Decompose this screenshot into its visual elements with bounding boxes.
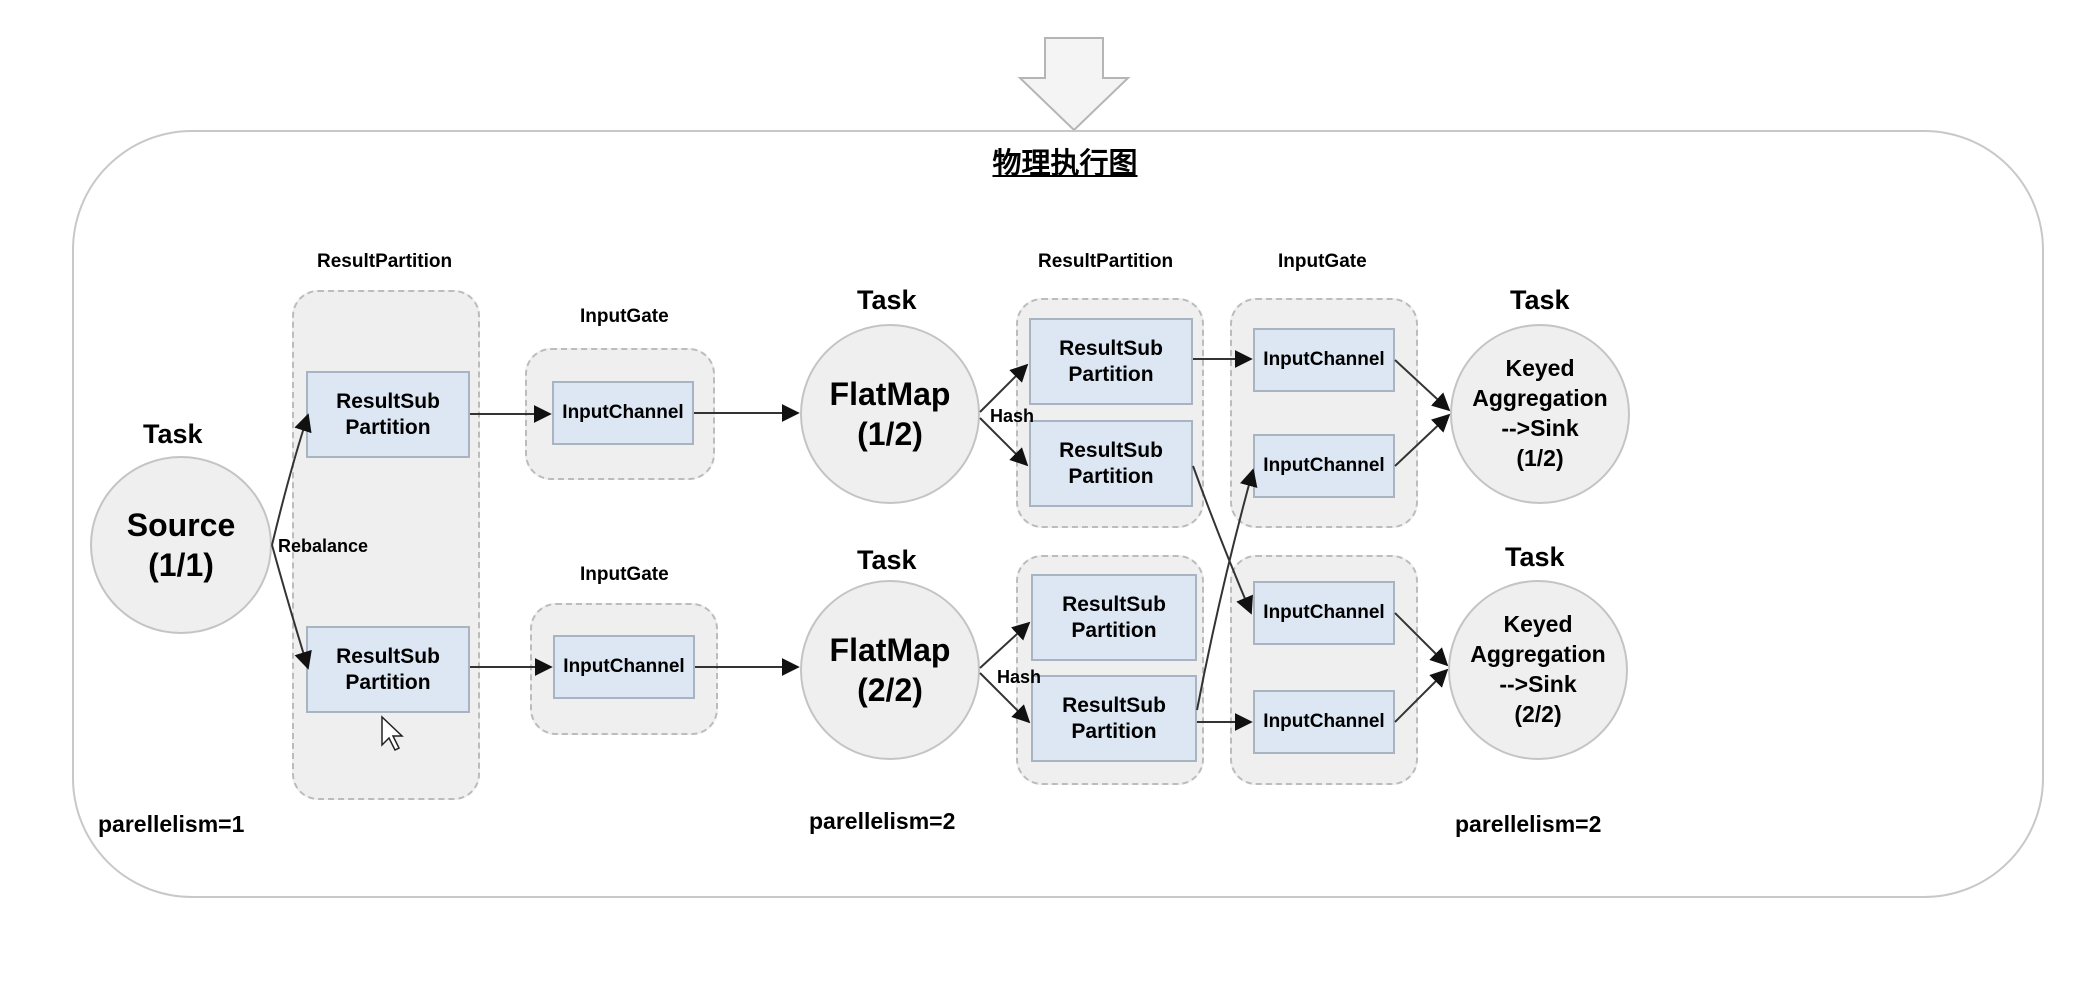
parallelism-flatmap: parellelism=2 [809, 808, 956, 834]
rsp-line1: ResultSub [1059, 439, 1163, 463]
edge-ic-c-sink1 [1394, 359, 1451, 412]
rsp-line2: Partition [345, 415, 431, 439]
task-label-sink-2: Task [1505, 542, 1565, 572]
rsp-line1: ResultSub [1062, 593, 1166, 617]
rsp-line2: Partition [1071, 618, 1157, 642]
rsp-line2: Partition [1071, 719, 1157, 743]
task-label-flatmap-1: Task [857, 285, 917, 315]
flatmap-1-name: FlatMap [829, 376, 951, 412]
result-partition-label-1: ResultPartition [317, 251, 453, 272]
sink-node-2: Keyed Aggregation -->Sink (2/2) [1448, 580, 1628, 760]
input-channel-c: InputChannel [1253, 328, 1395, 392]
source-node: Source (1/1) [90, 456, 272, 634]
edge-ic-f-sink2 [1394, 668, 1449, 723]
edge-label-rebalance: Rebalance [278, 536, 369, 556]
sink-1-line2: Aggregation [1472, 385, 1608, 412]
edge-flatmap2-rsp-f2a [979, 621, 1031, 669]
flatmap-node-1: FlatMap (1/2) [800, 324, 980, 504]
sink-node-1: Keyed Aggregation -->Sink (1/2) [1450, 324, 1630, 504]
parallelism-source: parellelism=1 [98, 811, 245, 837]
edge-source-rsp1 [271, 413, 312, 546]
input-channel-f: InputChannel [1253, 690, 1395, 754]
input-gate-label-2: InputGate [580, 564, 669, 585]
sink-2-line4: (2/2) [1514, 700, 1562, 727]
task-label-source: Task [143, 419, 203, 449]
flatmap-1-index: (1/2) [857, 416, 923, 452]
rsp-line1: ResultSub [336, 645, 440, 669]
task-label-sink-1: Task [1510, 285, 1570, 315]
source-name: Source [126, 507, 236, 543]
task-label-flatmap-2: Task [857, 545, 917, 575]
rsp-line2: Partition [345, 670, 431, 694]
flatmap-2-name: FlatMap [829, 632, 951, 668]
edge-label-hash-2: Hash [997, 667, 1042, 687]
input-gate-label-3: InputGate [1278, 251, 1367, 272]
rsp-line1: ResultSub [336, 390, 440, 414]
sink-2-line1: Keyed [1503, 611, 1573, 638]
edge-flatmap1-rsp-f1a [979, 363, 1029, 413]
result-partition-label-2: ResultPartition [1038, 251, 1174, 272]
edge-flatmap1-rsp-f1b [979, 417, 1029, 467]
sink-1-line4: (1/2) [1516, 444, 1564, 471]
diagram-title: 物理执行图 [992, 148, 1138, 180]
input-channel-e: InputChannel [1253, 581, 1395, 645]
input-gate-label-1: InputGate [580, 306, 669, 327]
rsp-line2: Partition [1068, 362, 1154, 386]
rsp-line1: ResultSub [1059, 337, 1163, 361]
sink-2-line2: Aggregation [1470, 641, 1606, 668]
flatmap-node-2: FlatMap (2/2) [800, 580, 980, 760]
edge-ic-e-sink2 [1394, 612, 1449, 667]
edge-rsp-f1b-ic-e [1192, 465, 1253, 615]
rsp-line2: Partition [1068, 464, 1154, 488]
parallelism-sink: parellelism=2 [1455, 811, 1602, 837]
input-channel-a: InputChannel [552, 381, 694, 445]
edge-flatmap2-rsp-f2b [979, 672, 1031, 724]
flatmap-2-index: (2/2) [857, 672, 923, 708]
input-channel-d: InputChannel [1253, 434, 1395, 498]
edge-ic-d-sink1 [1394, 413, 1451, 467]
sink-1-line1: Keyed [1505, 355, 1575, 382]
source-index: (1/1) [148, 547, 214, 583]
input-channel-b: InputChannel [553, 635, 695, 699]
edge-source-rsp2 [271, 544, 312, 670]
rsp-line1: ResultSub [1062, 694, 1166, 718]
sink-1-line3: -->Sink [1501, 415, 1579, 441]
edge-label-hash-1: Hash [990, 406, 1035, 426]
sink-2-line3: -->Sink [1499, 671, 1577, 697]
edge-rsp-f2b-ic-d [1196, 468, 1258, 711]
